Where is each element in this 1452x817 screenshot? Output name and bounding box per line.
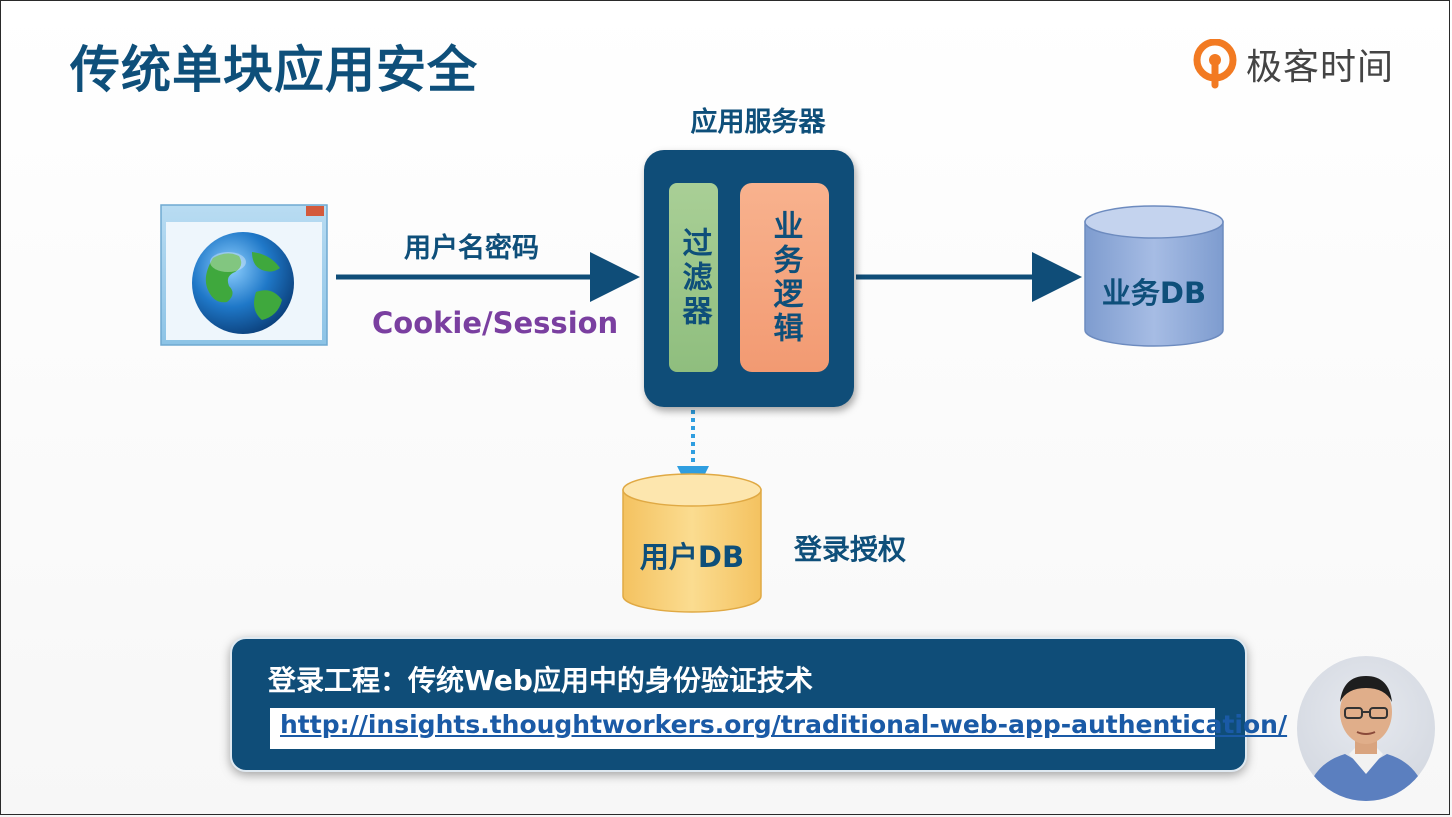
business-logic-label: 业务逻辑 bbox=[767, 209, 803, 346]
slide-title: 传统单块应用安全 bbox=[70, 41, 478, 99]
reference-link-box bbox=[270, 708, 1215, 749]
server-label: 应用服务器 bbox=[690, 107, 826, 138]
geektime-logo: 极客时间 bbox=[1192, 38, 1394, 90]
filter-block: 过滤器 bbox=[669, 183, 718, 372]
presenter-avatar bbox=[1297, 656, 1435, 801]
credentials-label: 用户名密码 bbox=[404, 233, 539, 264]
geektime-logo-icon bbox=[1193, 39, 1237, 89]
reference-link[interactable]: http://insights.thoughtworkers.org/tradi… bbox=[280, 710, 1288, 739]
login-auth-label: 登录授权 bbox=[794, 533, 907, 566]
business-logic-block: 业务逻辑 bbox=[740, 183, 829, 372]
reference-box bbox=[230, 637, 1247, 772]
cookie-session-label: Cookie/Session bbox=[372, 306, 619, 340]
reference-title: 登录工程：传统Web应用中的身份验证技术 bbox=[268, 664, 813, 697]
user-db-label: 用户DB bbox=[639, 540, 745, 574]
filter-label: 过滤器 bbox=[676, 226, 712, 329]
logo-text: 极客时间 bbox=[1246, 47, 1395, 88]
business-db-label: 业务DB bbox=[1101, 276, 1207, 310]
